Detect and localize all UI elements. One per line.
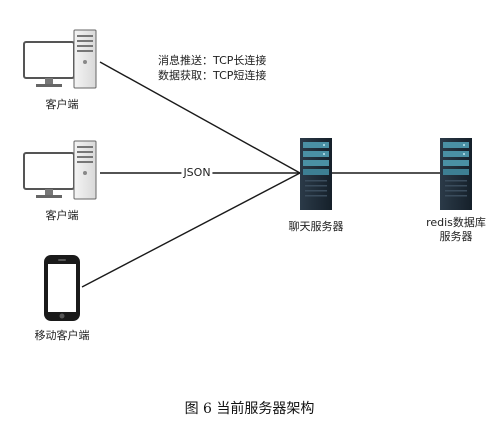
mobile-phone-icon xyxy=(44,255,80,321)
server-rack-icon xyxy=(440,138,472,210)
client1-label: 客户端 xyxy=(45,98,79,111)
fetch-connection-label: 数据获取：TCP短连接 xyxy=(158,69,267,82)
connection-lines xyxy=(81,61,440,288)
server-rack-icon xyxy=(300,138,332,210)
push-connection-label: 消息推送：TCP长连接 xyxy=(158,54,267,67)
desktop-computer-icon xyxy=(23,140,97,200)
edge-mobile-chat xyxy=(81,172,301,288)
client2-label: 客户端 xyxy=(45,209,79,222)
redis-server-label-line2: 服务器 xyxy=(439,230,473,243)
figure-caption: 图 6 当前服务器架构 xyxy=(184,401,315,417)
redis-server-label-line1: redis数据库 xyxy=(426,216,486,229)
edge-client1-chat xyxy=(99,61,301,174)
chat-server-label: 聊天服务器 xyxy=(288,220,344,233)
mobile-client-label: 移动客户端 xyxy=(34,329,90,342)
desktop-computer-icon xyxy=(23,29,97,89)
json-edge-label: JSON xyxy=(181,166,213,179)
